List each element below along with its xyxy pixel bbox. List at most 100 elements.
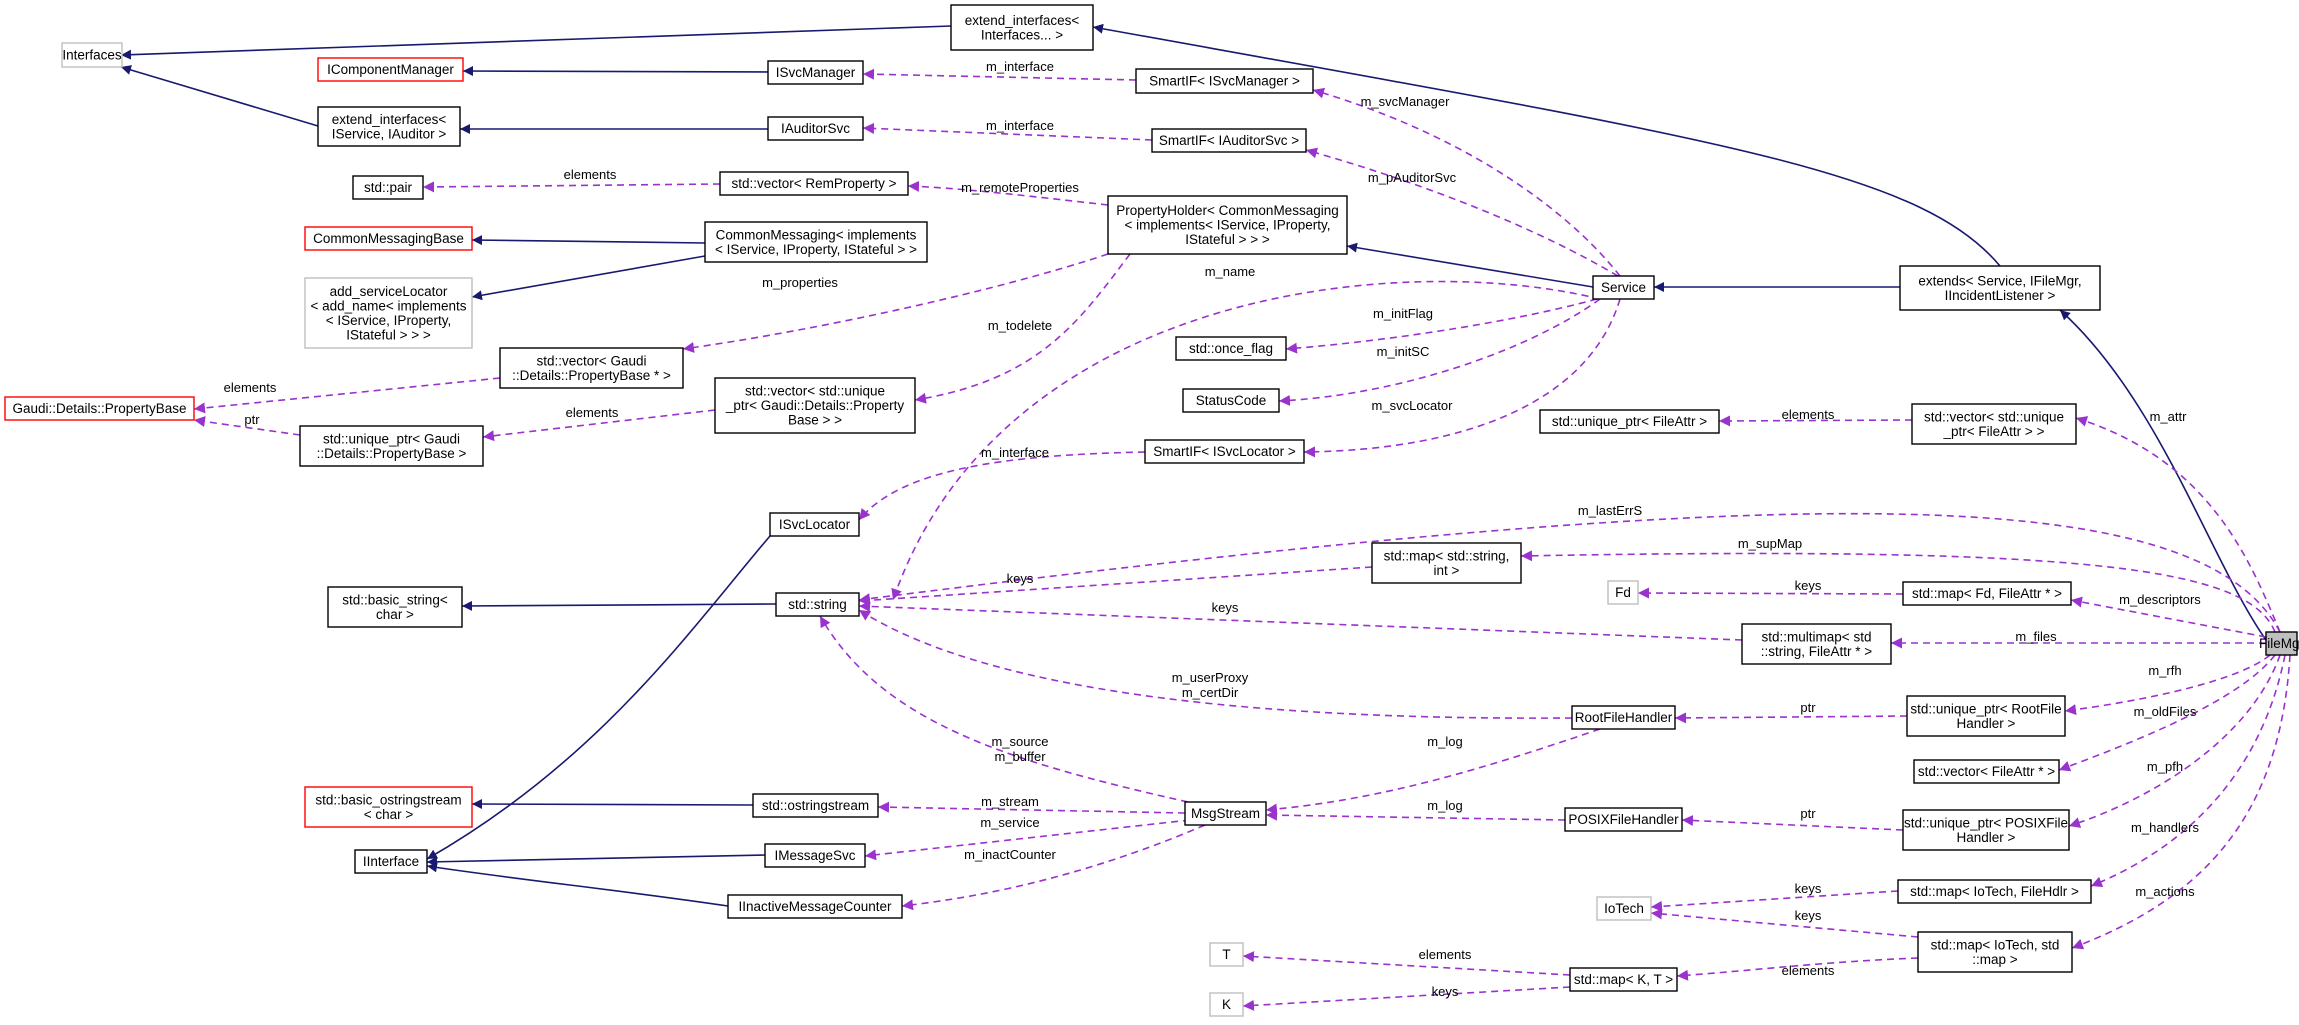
class-node-iauditorsvc[interactable]: IAuditorSvc	[767, 116, 864, 141]
class-node-label: IMessageSvc	[774, 848, 855, 863]
usage-edge	[877, 801, 1186, 814]
class-node-uptr-propertybase[interactable]: std::unique_ptr< Gaudi::Details::Propert…	[299, 425, 484, 467]
edge-label: ptr	[1800, 700, 1816, 715]
class-node-smartif-iauditorsvc[interactable]: SmartIF< IAuditorSvc >	[1151, 128, 1307, 153]
class-node-interfaces[interactable]: Interfaces	[61, 42, 123, 68]
class-node-label: IAuditorSvc	[781, 121, 850, 136]
class-node-label: std::map< Fd, FileAttr * >	[1912, 586, 2062, 601]
inheritance-edge	[120, 25, 952, 60]
usage-edge	[907, 180, 1109, 206]
class-node-label: IInterface	[363, 854, 419, 869]
edge-label: m_inactCounter	[964, 847, 1056, 862]
class-node-multimap[interactable]: std::multimap< std::string, FileAttr * >	[1741, 623, 1892, 665]
class-node-label: std::unique_ptr< Gaudi	[323, 431, 460, 446]
edge-label: m_log	[1427, 734, 1462, 749]
class-node-label: IComponentManager	[327, 62, 454, 77]
inheritance-edge	[462, 66, 773, 77]
class-node-map-iotech-filehdlr[interactable]: std::map< IoTech, FileHdlr >	[1897, 879, 2092, 904]
edge-label: m_lastErrS	[1578, 503, 1643, 518]
class-node-map-string-int[interactable]: std::map< std::string,int >	[1371, 542, 1522, 584]
class-node-iinterface[interactable]: IInterface	[354, 849, 428, 874]
class-node-label: ::Details::PropertyBase >	[317, 446, 467, 461]
class-node-vec-uptr-fileattr[interactable]: std::vector< std::unique_ptr< FileAttr >…	[1911, 403, 2077, 445]
inheritance-edge	[471, 255, 706, 301]
class-node-label: std::unique_ptr< POSIXFile	[1904, 815, 2068, 830]
class-node-service[interactable]: Service	[1592, 275, 1655, 300]
class-node-std-pair[interactable]: std::pair	[352, 175, 424, 200]
class-node-k[interactable]: K	[1209, 992, 1244, 1017]
class-node-imessagesvc[interactable]: IMessageSvc	[764, 843, 866, 868]
class-node-filemgr[interactable]: FileMgr	[2259, 631, 2299, 656]
class-node-posixfilehandler[interactable]: POSIXFileHandler	[1564, 807, 1683, 832]
class-node-extends-service[interactable]: extends< Service, IFileMgr,IIncidentList…	[1899, 265, 2101, 311]
edge-label: m_service	[980, 815, 1039, 830]
class-node-label: int >	[1434, 563, 1460, 578]
usage-edge	[2068, 654, 2281, 828]
class-node-map-k-t[interactable]: std::map< K, T >	[1569, 967, 1678, 992]
class-node-label: < implements< IService, IProperty,	[1124, 218, 1330, 233]
class-node-vec-uptr-propertybase[interactable]: std::vector< std::unique_ptr< Gaudi::Det…	[714, 377, 916, 434]
class-node-label: Fd	[1615, 585, 1631, 600]
edge-label: m_svcManager	[1361, 94, 1451, 109]
usage-edge	[862, 68, 1137, 81]
usage-edge	[1265, 728, 1601, 815]
class-node-msgstream[interactable]: MsgStream	[1184, 801, 1267, 826]
edge-label: keys	[1795, 908, 1822, 923]
class-node-commonmessagingbase[interactable]: CommonMessagingBase	[304, 226, 473, 251]
class-node-map-iotech-map[interactable]: std::map< IoTech, std::map >	[1917, 931, 2073, 973]
edge-label: m_todelete	[988, 318, 1052, 333]
usage-edge	[1303, 298, 1621, 458]
edge-label: m_buffer	[994, 749, 1046, 764]
class-node-label: PropertyHolder< CommonMessaging	[1116, 203, 1338, 218]
edge-label: elements	[1782, 963, 1835, 978]
class-node-uptr-fileattr[interactable]: std::unique_ptr< FileAttr >	[1539, 409, 1720, 434]
usage-edge	[1650, 908, 1919, 938]
class-node-label: _ptr< Gaudi::Details::Property	[725, 398, 904, 413]
class-node-ostringstream[interactable]: std::ostringstream	[752, 793, 879, 818]
class-node-label: ISvcManager	[776, 65, 856, 80]
edge-label: keys	[1795, 578, 1822, 593]
usage-edge	[1242, 951, 1571, 976]
class-node-smartif-isvclocator[interactable]: SmartIF< ISvcLocator >	[1144, 439, 1305, 464]
edge-label: m_descriptors	[2119, 592, 2201, 607]
class-node-t[interactable]: T	[1209, 942, 1244, 967]
class-node-std-once-flag[interactable]: std::once_flag	[1175, 336, 1287, 361]
usage-edge	[1681, 815, 1904, 831]
usage-edge	[1650, 890, 1899, 912]
inheritance-edge	[471, 799, 754, 810]
class-node-map-fd[interactable]: std::map< Fd, FileAttr * >	[1902, 581, 2072, 606]
class-node-statuscode[interactable]: StatusCode	[1182, 388, 1280, 413]
edge-label: keys	[1795, 881, 1822, 896]
class-node-uptr-rootfilehandler[interactable]: std::unique_ptr< RootFileHandler >	[1906, 695, 2066, 737]
class-node-ext-if-interfaces[interactable]: extend_interfaces<Interfaces... >	[950, 4, 1094, 51]
class-node-isvclocator[interactable]: ISvcLocator	[769, 512, 860, 537]
class-node-commonmessaging[interactable]: CommonMessaging< implements< IService, I…	[704, 221, 928, 263]
class-node-add-servicelocator[interactable]: add_serviceLocator< add_name< implements…	[304, 277, 473, 349]
class-node-uptr-posixfilehandler[interactable]: std::unique_ptr< POSIXFileHandler >	[1902, 809, 2070, 851]
class-node-vec-propertybase[interactable]: std::vector< Gaudi::Details::PropertyBas…	[499, 347, 684, 389]
class-node-label: < IService, IProperty,	[326, 313, 451, 328]
class-node-smartif-isvcmanager[interactable]: SmartIF< ISvcManager >	[1135, 68, 1314, 94]
class-node-label: CommonMessagingBase	[313, 231, 464, 246]
class-node-label: IIncidentListener >	[1945, 288, 2056, 303]
class-node-basic-ostringstream[interactable]: std::basic_ostringstream< char >	[304, 786, 473, 828]
class-node-iotech[interactable]: IoTech	[1596, 896, 1652, 921]
class-node-std-string[interactable]: std::string	[775, 592, 860, 617]
class-node-basic-string[interactable]: std::basic_string<char >	[327, 586, 463, 628]
edge-label: ptr	[244, 412, 260, 427]
class-node-label: SmartIF< IAuditorSvc >	[1159, 133, 1299, 148]
class-node-propertybase[interactable]: Gaudi::Details::PropertyBase	[4, 396, 195, 421]
class-node-icomponentmanager[interactable]: IComponentManager	[317, 57, 464, 82]
class-node-vec-remproperty[interactable]: std::vector< RemProperty >	[719, 171, 909, 196]
class-node-propertyholder[interactable]: PropertyHolder< CommonMessaging< impleme…	[1107, 195, 1348, 255]
inheritance-edge	[426, 862, 729, 907]
class-node-rootfilehandler[interactable]: RootFileHandler	[1571, 705, 1676, 730]
edge-label: m_source	[991, 734, 1048, 749]
class-node-ext-if-iservice[interactable]: extend_interfaces<IService, IAuditor >	[317, 106, 461, 147]
class-node-iinactivemessagecounter[interactable]: IInactiveMessageCounter	[727, 894, 903, 919]
class-node-vec-fileattr[interactable]: std::vector< FileAttr * >	[1913, 759, 2060, 784]
edge-label: keys	[1432, 984, 1459, 999]
class-node-isvcmanager[interactable]: ISvcManager	[767, 60, 864, 85]
class-node-fd[interactable]: Fd	[1607, 580, 1639, 605]
